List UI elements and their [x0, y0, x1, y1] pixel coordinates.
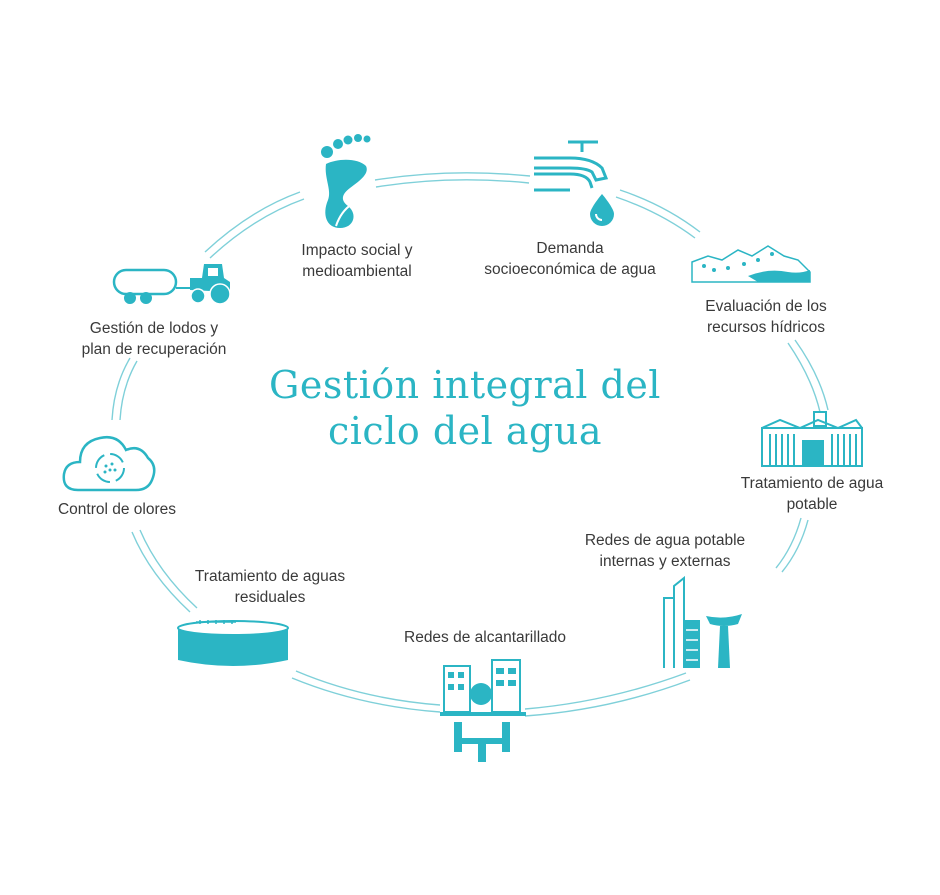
- title-line-2: ciclo del agua: [328, 409, 602, 453]
- step-label-alcantarillado: Redes de alcantarillado: [404, 629, 566, 646]
- step-label-lodos: Gestión de lodos y plan de recuperación: [81, 320, 227, 358]
- tractor-tanker-icon: [112, 264, 231, 305]
- step-label-residuales: Tratamiento de aguas residuales: [194, 568, 346, 606]
- water-plant-icon: [761, 411, 863, 467]
- treatment-tank-icon: [177, 620, 289, 666]
- step-label-demanda: Demanda socioeconómica de agua: [484, 240, 656, 278]
- cloud-recycle-icon: [62, 436, 156, 492]
- step-label-tratamiento-potable: Tratamiento de agua potable: [740, 475, 884, 513]
- river-landscape-icon: [691, 245, 811, 283]
- step-label-olores: Control de olores: [57, 501, 177, 518]
- city-water-tower-icon: [663, 576, 742, 668]
- step-label-evaluacion: Evaluación de los recursos hídricos: [705, 298, 827, 336]
- step-label-redes-potable: Redes de agua potable internas y externa…: [584, 532, 746, 570]
- step-label-impacto: Impacto social y medioambiental: [301, 242, 413, 280]
- title-line-1: Gestión integral del: [269, 363, 661, 407]
- buildings-sewer-icon: [440, 659, 526, 762]
- diagram-title: Gestión integral del ciclo del agua: [240, 362, 690, 454]
- footprint-leaf-icon: [321, 134, 371, 228]
- faucet-drop-icon: [534, 140, 614, 226]
